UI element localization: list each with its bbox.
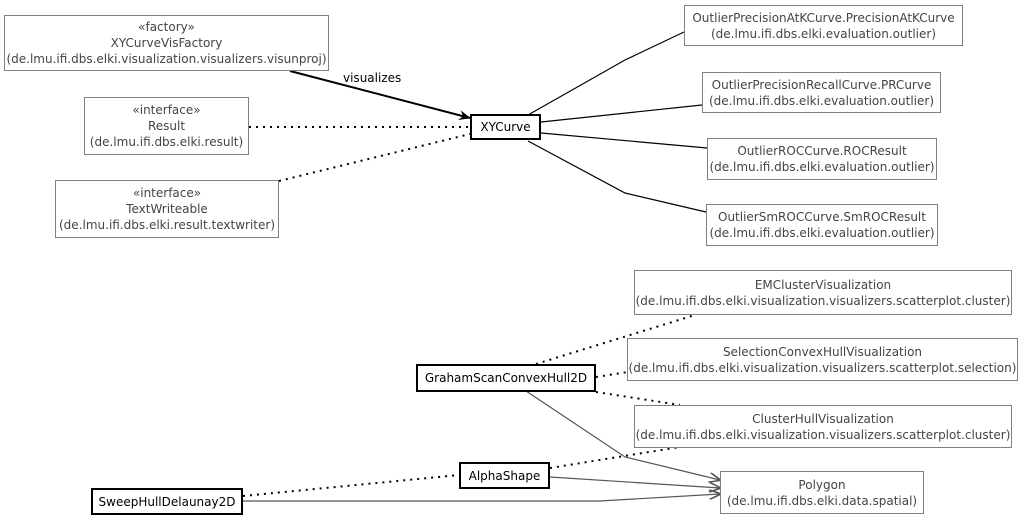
- class-name: SelectionConvexHullVisualization: [722, 344, 923, 359]
- edge-xycurve-precisionatk: [527, 31, 685, 116]
- edge-graham-clusterhull: [595, 391, 681, 406]
- node-rocresult[interactable]: OutlierROCCurve.ROCResult (de.lmu.ifi.db…: [707, 138, 937, 180]
- package-name: (de.lmu.ifi.dbs.elki.result): [89, 135, 244, 149]
- class-name: AlphaShape: [468, 468, 541, 483]
- class-name: XYCurve: [480, 120, 531, 134]
- node-clusterhull[interactable]: ClusterHullVisualization (de.lmu.ifi.dbs…: [634, 405, 1012, 448]
- package-name: (de.lmu.ifi.dbs.elki.evaluation.outlier): [710, 26, 936, 41]
- edge-factory-xycurve: [289, 70, 471, 121]
- package-name: (de.lmu.ifi.dbs.elki.visualization.visua…: [635, 293, 1011, 308]
- class-name: XYCurveVisFactory: [110, 36, 223, 50]
- package-name: (de.lmu.ifi.dbs.elki.visualization.visua…: [6, 52, 327, 66]
- edge-label-visualizes: visualizes: [343, 71, 402, 85]
- node-prcurve[interactable]: OutlierPrecisionRecallCurve.PRCurve (de.…: [702, 72, 941, 113]
- package-name: (de.lmu.ifi.dbs.elki.visualization.visua…: [628, 360, 1017, 375]
- class-name: TextWriteable: [126, 202, 208, 216]
- class-name: OutlierPrecisionRecallCurve.PRCurve: [711, 77, 932, 92]
- edge-xycurve-rocresult: [540, 132, 708, 149]
- node-emcluster[interactable]: EMClusterVisualization (de.lmu.ifi.dbs.e…: [634, 270, 1012, 315]
- class-name: EMClusterVisualization: [754, 277, 892, 292]
- edge-textwriteable-xycurve: [278, 133, 471, 182]
- edge-graham-polygon: [525, 390, 720, 480]
- node-precisionatk[interactable]: OutlierPrecisionAtKCurve.PrecisionAtKCur…: [684, 5, 963, 46]
- class-name: ClusterHullVisualization: [752, 411, 894, 426]
- node-polygon[interactable]: Polygon (de.lmu.ifi.dbs.elki.data.spatia…: [720, 471, 924, 514]
- stereotype-label: «factory»: [138, 20, 195, 34]
- node-xycurvevisfactory[interactable]: «factory» XYCurveVisFactory (de.lmu.ifi.…: [4, 15, 329, 71]
- package-name: (de.lmu.ifi.dbs.elki.result.textwriter): [59, 218, 275, 232]
- node-result[interactable]: «interface» Result (de.lmu.ifi.dbs.elki.…: [84, 97, 249, 155]
- node-xycurve[interactable]: XYCurve: [470, 114, 541, 140]
- edge-sweephull-polygon: [243, 494, 720, 502]
- class-name: GrahamScanConvexHull2D: [424, 371, 588, 385]
- class-name: Polygon: [798, 477, 846, 492]
- edge-alphashape-polygon: [549, 476, 720, 488]
- class-name: OutlierPrecisionAtKCurve.PrecisionAtKCur…: [692, 10, 955, 25]
- package-name: (de.lmu.ifi.dbs.elki.evaluation.outlier): [709, 226, 935, 240]
- package-name: (de.lmu.ifi.dbs.elki.evaluation.outlier): [709, 160, 935, 174]
- edge-graham-selectionhull: [595, 371, 629, 378]
- edge-sweephull-alphashape: [242, 474, 460, 497]
- package-name: (de.lmu.ifi.dbs.elki.evaluation.outlier): [708, 93, 934, 108]
- node-grahamscan[interactable]: GrahamScanConvexHull2D: [416, 364, 596, 392]
- node-textwriteable[interactable]: «interface» TextWriteable (de.lmu.ifi.db…: [55, 180, 279, 238]
- class-name: Result: [147, 119, 186, 133]
- class-name: SweepHullDelaunay2D: [98, 494, 236, 509]
- node-selectionhull[interactable]: SelectionConvexHullVisualization (de.lmu…: [627, 338, 1018, 381]
- package-name: (de.lmu.ifi.dbs.elki.visualization.visua…: [635, 427, 1011, 442]
- node-sweephull[interactable]: SweepHullDelaunay2D: [91, 488, 243, 515]
- package-name: (de.lmu.ifi.dbs.elki.data.spatial): [726, 493, 918, 508]
- class-name: OutlierROCCurve.ROCResult: [737, 144, 907, 158]
- edge-xycurve-smrocresult: [527, 140, 707, 213]
- node-alphashape[interactable]: AlphaShape: [459, 462, 550, 489]
- stereotype-label: «interface»: [132, 103, 201, 117]
- edge-xycurve-prcurve: [540, 104, 703, 123]
- class-name: OutlierSmROCCurve.SmROCResult: [718, 210, 926, 224]
- stereotype-label: «interface»: [132, 186, 202, 200]
- node-smrocresult[interactable]: OutlierSmROCCurve.SmROCResult (de.lmu.if…: [706, 204, 938, 246]
- edge-alphashape-clusterhull: [549, 446, 681, 469]
